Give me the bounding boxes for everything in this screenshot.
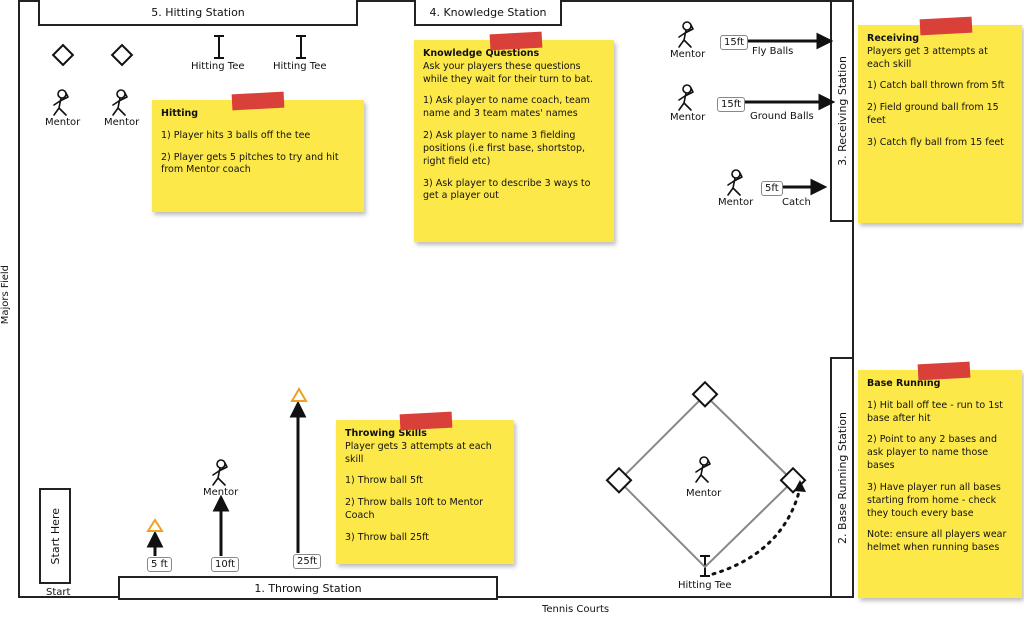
throwing-station: 1. Throwing Station <box>118 576 498 600</box>
cone-icon <box>290 387 308 402</box>
receiving-note: Receiving Players get 3 attempts at each… <box>858 16 1022 223</box>
note-title: Knowledge Questions <box>423 48 540 59</box>
tape <box>919 16 973 36</box>
note-item: 1) Hit ball off tee - run to 1st base af… <box>867 399 1003 424</box>
mentor-icon <box>53 89 69 116</box>
mentor-icon <box>678 84 694 111</box>
distance-chip: 25ft <box>293 554 321 569</box>
infield-diamond <box>617 393 795 569</box>
note-title: Receiving <box>867 33 920 44</box>
hitting-station-label: 5. Hitting Station <box>151 5 245 19</box>
fly-balls-label: Fly Balls <box>752 46 794 57</box>
cone-icon <box>146 518 164 532</box>
mentor-icon <box>695 456 711 483</box>
note-item: 2) Ask player to name 3 fielding positio… <box>423 130 586 167</box>
base-path-arrowhead <box>794 480 806 492</box>
catch-label: Catch <box>782 197 811 208</box>
tape <box>917 361 971 381</box>
hitting-tee-label: Hitting Tee <box>678 580 732 591</box>
mentor-label: Mentor <box>104 117 140 128</box>
home-plate-icon <box>51 43 75 67</box>
base-running-station: 2. Base Running Station <box>830 357 854 598</box>
start-here-box: Start Here <box>39 488 71 584</box>
note-item: 3) Have player run all bases starting fr… <box>867 481 1001 519</box>
note-item: 3) Throw ball 25ft <box>345 531 430 543</box>
note-item: 2) Point to any 2 bases and ask player t… <box>867 434 997 472</box>
hitting-tee-icon <box>296 35 306 59</box>
mentor-icon <box>212 459 228 486</box>
mentor-icon <box>112 89 128 116</box>
note-item: 3) Catch fly ball from 15 feet <box>867 136 1004 148</box>
base-path-dotted <box>711 486 802 576</box>
knowledge-note: Knowledge Questions Ask your players the… <box>414 31 614 242</box>
mentor-label: Mentor <box>45 117 81 128</box>
note-intro: Player gets 3 attempts at each skill <box>345 440 492 465</box>
bottom-edge-label: Tennis Courts <box>542 604 610 615</box>
note-title: Base Running <box>867 378 941 389</box>
mentor-label: Mentor <box>203 487 239 498</box>
throwing-station-label: 1. Throwing Station <box>254 581 362 595</box>
hitting-note: Hitting 1) Player hits 3 balls off the t… <box>152 91 364 212</box>
tape <box>489 31 543 51</box>
distance-chip: 5ft <box>761 181 783 196</box>
mentor-icon <box>678 21 694 48</box>
start-label: Start <box>46 587 71 598</box>
second-base-icon <box>691 380 719 408</box>
mentor-icon <box>727 169 743 196</box>
distance-chip: 15ft <box>717 97 745 112</box>
hitting-station: 5. Hitting Station <box>38 0 358 26</box>
mentor-label: Mentor <box>670 112 706 123</box>
base-running-note: Base Running 1) Hit ball off tee - run t… <box>858 361 1022 598</box>
note-item: 3) Ask player to describe 3 ways to get … <box>423 177 591 202</box>
mentor-label: Mentor <box>718 197 754 208</box>
knowledge-station: 4. Knowledge Station <box>414 0 562 26</box>
tape <box>399 411 453 431</box>
note-item: 2) Field ground ball from 15 feet <box>867 102 999 127</box>
home-plate-icon <box>110 43 134 67</box>
knowledge-station-label: 4. Knowledge Station <box>429 5 547 19</box>
mentor-label: Mentor <box>670 49 706 60</box>
note-item: Note: ensure all players wear helmet whe… <box>867 529 1007 554</box>
hitting-tee-icon <box>214 35 224 59</box>
distance-chip: 5 ft <box>147 557 172 572</box>
note-title: Hitting <box>161 108 199 119</box>
note-item: 1) Throw ball 5ft <box>345 475 423 487</box>
ground-balls-label: Ground Balls <box>750 111 814 122</box>
note-item: 1) Ask player to name coach, team name a… <box>423 95 590 120</box>
note-intro: Players get 3 attempts at each skill <box>867 45 988 70</box>
note-item: 1) Catch ball thrown from 5ft <box>867 80 1005 92</box>
note-item: 2) Player gets 5 pitches to try and hit … <box>161 151 339 176</box>
note-item: 1) Player hits 3 balls off the tee <box>161 129 311 141</box>
hitting-tee-label: Hitting Tee <box>191 61 245 72</box>
hitting-tee-label: Hitting Tee <box>273 61 327 72</box>
distance-chip: 10ft <box>211 557 239 572</box>
tape <box>231 91 285 111</box>
receiving-station: 3. Receiving Station <box>830 0 854 222</box>
mentor-label: Mentor <box>686 488 722 499</box>
distance-chip: 15ft <box>720 35 748 50</box>
note-item: 2) Throw balls 10ft to Mentor Coach <box>345 497 484 522</box>
note-title: Throwing Skills <box>345 428 427 439</box>
third-base-icon <box>605 466 633 494</box>
note-intro: Ask your players these questions while t… <box>423 60 594 85</box>
throwing-note: Throwing Skills Player gets 3 attempts a… <box>336 411 514 564</box>
